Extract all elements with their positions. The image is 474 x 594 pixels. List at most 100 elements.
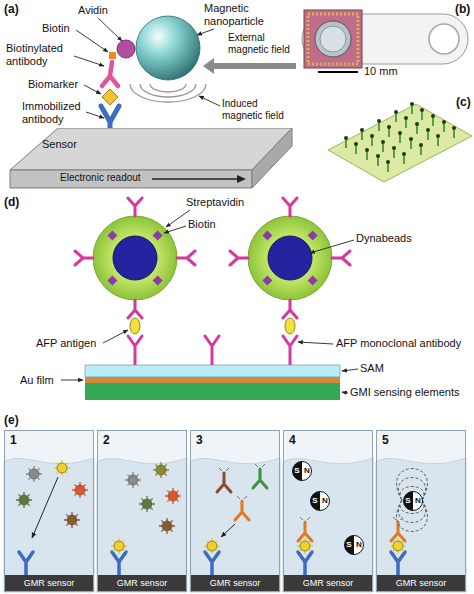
readout-arrow (152, 178, 238, 180)
magnet-pole: N (302, 461, 312, 481)
label-anchor: External magnetic field (228, 32, 300, 56)
array-probes (344, 102, 456, 164)
label-anchor: Dynabeads (356, 232, 412, 245)
sensor-label: GMR sensor (5, 575, 93, 591)
gmr-sensor-bar: GMR sensor (191, 575, 279, 591)
external-field-arrow (212, 63, 296, 69)
leader-line (298, 342, 333, 344)
panel-letter: (e) (4, 414, 19, 427)
panel-b-photo (302, 10, 468, 72)
magnet-pole: S (292, 461, 302, 481)
gmr-sensor-bar: GMR sensor (5, 575, 93, 591)
biomarker (102, 89, 118, 105)
protein-particle (64, 512, 80, 528)
gmr-sensor-bar: GMR sensor (377, 575, 465, 591)
part-label: Biotinylated antibody (6, 42, 76, 68)
assay-step-frame: 1GMR sensor (4, 430, 94, 592)
part-label: Dynabeads (356, 232, 412, 245)
part-label: Induced magnetic field (222, 98, 292, 122)
leader-line (84, 85, 101, 94)
leader-line (342, 369, 358, 371)
leader-line (103, 330, 128, 343)
afp-antigen (285, 318, 295, 334)
label-anchor: Biotin (188, 218, 216, 231)
cell-membrane (376, 458, 466, 592)
label-anchor: Immobilized antibody (22, 100, 92, 126)
sensor-plate: SensorElectronic readout (8, 128, 294, 190)
north-half (413, 492, 423, 511)
label-anchor: (a) (4, 3, 19, 16)
sensor-label: GMR sensor (284, 575, 372, 591)
step-number: 4 (284, 431, 372, 447)
scale-bar (318, 71, 358, 73)
detection-antibody (235, 496, 249, 520)
afp-monoclonal-antibody (128, 336, 297, 365)
label-anchor: GMI sensing elements (350, 386, 459, 399)
frame-ground (97, 430, 187, 592)
label-anchor: 10 mm (364, 65, 398, 78)
magnet-pole: N (320, 491, 330, 511)
leader-line (164, 226, 186, 233)
leader-line (86, 112, 104, 118)
label-anchor: Biomarker (28, 78, 78, 91)
leader-line (98, 18, 122, 41)
magnet-pole: S (344, 535, 354, 555)
frame-ground (376, 430, 466, 592)
dynabead (230, 198, 350, 318)
assay-step-frame: 5SNGMR sensor (376, 430, 466, 592)
cell-membrane (4, 458, 94, 592)
chip-well-inner (320, 26, 346, 52)
protein-particle (72, 482, 88, 498)
sensor-plate-shape (8, 128, 294, 190)
detection-antibody (217, 468, 231, 492)
gmr-sensor-bar: GMR sensor (98, 575, 186, 591)
label-anchor: (e) (4, 414, 19, 427)
magnetic-bead: SN (292, 461, 312, 481)
label-anchor: Biotinylated antibody (6, 42, 76, 68)
part-label: Biotin (188, 218, 216, 231)
label-anchor: Streptavidin (186, 196, 244, 209)
magnetic-nanoparticle (136, 16, 200, 80)
label-anchor: Magnetic nanoparticle (204, 2, 280, 28)
detection-antibody (298, 517, 312, 541)
protein-particle (54, 460, 70, 476)
cell-membrane (190, 458, 280, 592)
avidin (117, 40, 135, 58)
sensor-chip (304, 10, 362, 68)
binding-arrow (221, 524, 235, 537)
biotinylated-antibody (102, 62, 118, 86)
layer-label: GMI sensing elements (350, 386, 459, 399)
leader-line (74, 56, 104, 66)
magnetic-bead: SN (344, 535, 364, 555)
magnet-pole: N (354, 535, 364, 555)
leader-line (310, 240, 354, 253)
array-substrate (328, 104, 472, 182)
step-4-art (283, 430, 373, 592)
readout-arrowhead (237, 175, 246, 183)
protein-particle (153, 462, 169, 478)
magnet-outline (404, 492, 423, 511)
magnet-outline (345, 536, 364, 555)
frame-ground (283, 430, 373, 592)
leader-lines (74, 18, 220, 118)
panel-letter: (c) (456, 96, 471, 109)
chip-pins (308, 14, 358, 64)
part-label: Biomarker (28, 78, 78, 91)
step-number: 2 (98, 431, 186, 447)
captured-biomarker (204, 538, 220, 554)
assay-step-frame: 2GMR sensor (97, 430, 187, 592)
part-label: Avidin (78, 4, 108, 17)
south-half (404, 492, 414, 511)
detection-antibody (253, 464, 267, 488)
label-anchor: SAM (360, 362, 384, 375)
plate-top (10, 128, 292, 170)
capture-antibody (19, 552, 33, 576)
part-label: Immobilized antibody (22, 100, 92, 126)
plate-front (10, 170, 252, 188)
gmi-sensing-layer (85, 383, 340, 400)
panel-letter: (d) (4, 196, 19, 209)
label-anchor: (d) (4, 196, 19, 209)
sensor-label: GMR sensor (377, 575, 465, 591)
